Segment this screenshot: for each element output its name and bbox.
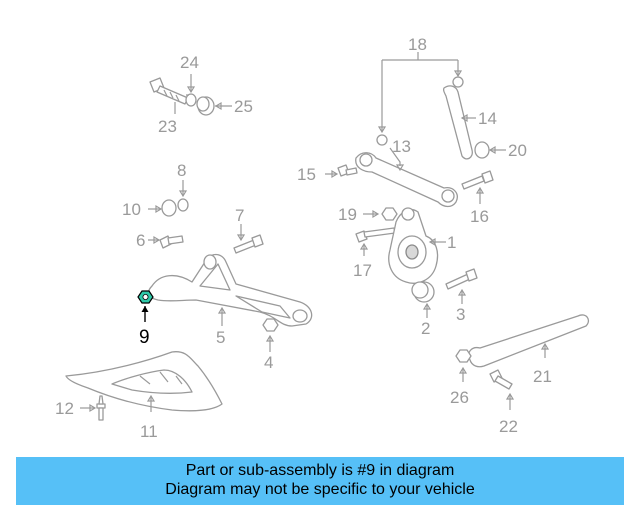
callout-19: 19 (338, 205, 357, 224)
bushing-2 (411, 281, 435, 303)
banner-line-part: Part or sub-assembly is #9 in diagram (185, 462, 455, 479)
callout-16: 16 (470, 207, 489, 226)
upper-arm-13 (355, 152, 458, 208)
bushing-20 (474, 141, 490, 159)
callout-10: 10 (122, 200, 141, 219)
bolt-3 (445, 268, 478, 290)
bolt-17 (355, 227, 396, 243)
callout-26: 26 (450, 388, 469, 407)
clip-12 (96, 395, 106, 421)
bolt-16 (461, 170, 494, 190)
nut-4 (262, 318, 279, 332)
callout-4: 4 (264, 353, 273, 372)
callout-23: 23 (158, 117, 177, 136)
heat-shield-11 (65, 351, 223, 412)
bolt-15 (337, 164, 358, 177)
callout-18: 18 (408, 35, 427, 54)
callout-1: 1 (447, 233, 456, 252)
callout-24: 24 (180, 53, 199, 72)
callout-25: 25 (234, 97, 253, 116)
nut-26 (455, 349, 472, 363)
callout-20: 20 (508, 141, 527, 160)
callout-5: 5 (216, 328, 225, 347)
callout-14: 14 (478, 109, 497, 128)
parts-diagram: 1 2 3 4 5 6 7 8 9 10 11 12 13 14 15 16 1… (55, 35, 590, 441)
leader-18 (381, 52, 459, 132)
callout-21: 21 (533, 367, 552, 386)
callout-2: 2 (421, 319, 430, 338)
callout-17: 17 (353, 261, 372, 280)
washer-8 (177, 198, 189, 212)
nut-18b (452, 76, 464, 88)
washer-24 (185, 93, 197, 107)
bushing-25 (196, 96, 215, 116)
callout-7: 7 (235, 206, 244, 225)
bushing-10 (161, 199, 177, 217)
callout-12: 12 (55, 399, 74, 418)
toe-link-14 (442, 85, 473, 160)
nut-18a (376, 134, 388, 146)
callout-8: 8 (177, 161, 186, 180)
knuckle-1 (388, 207, 439, 284)
callout-3: 3 (456, 305, 465, 324)
callout-6: 6 (136, 231, 145, 250)
callout-9: 9 (139, 327, 150, 348)
banner-line-disclaimer: Diagram may not be specific to your vehi… (165, 481, 475, 498)
callout-22: 22 (499, 417, 518, 436)
part-9-marker (137, 290, 154, 304)
lateral-link-21 (468, 314, 590, 368)
callout-11: 11 (140, 422, 158, 441)
arrow-9 (141, 306, 149, 312)
bolt-23 (149, 77, 189, 105)
nut-19 (381, 207, 398, 221)
info-banner: Part or sub-assembly is #9 in diagram Di… (16, 457, 624, 505)
callout-13: 13 (392, 137, 411, 156)
bolt-6 (159, 235, 184, 249)
bolt-22 (489, 369, 513, 390)
control-arm-5 (147, 253, 313, 327)
bolt-7 (233, 234, 264, 254)
callout-15: 15 (297, 165, 316, 184)
